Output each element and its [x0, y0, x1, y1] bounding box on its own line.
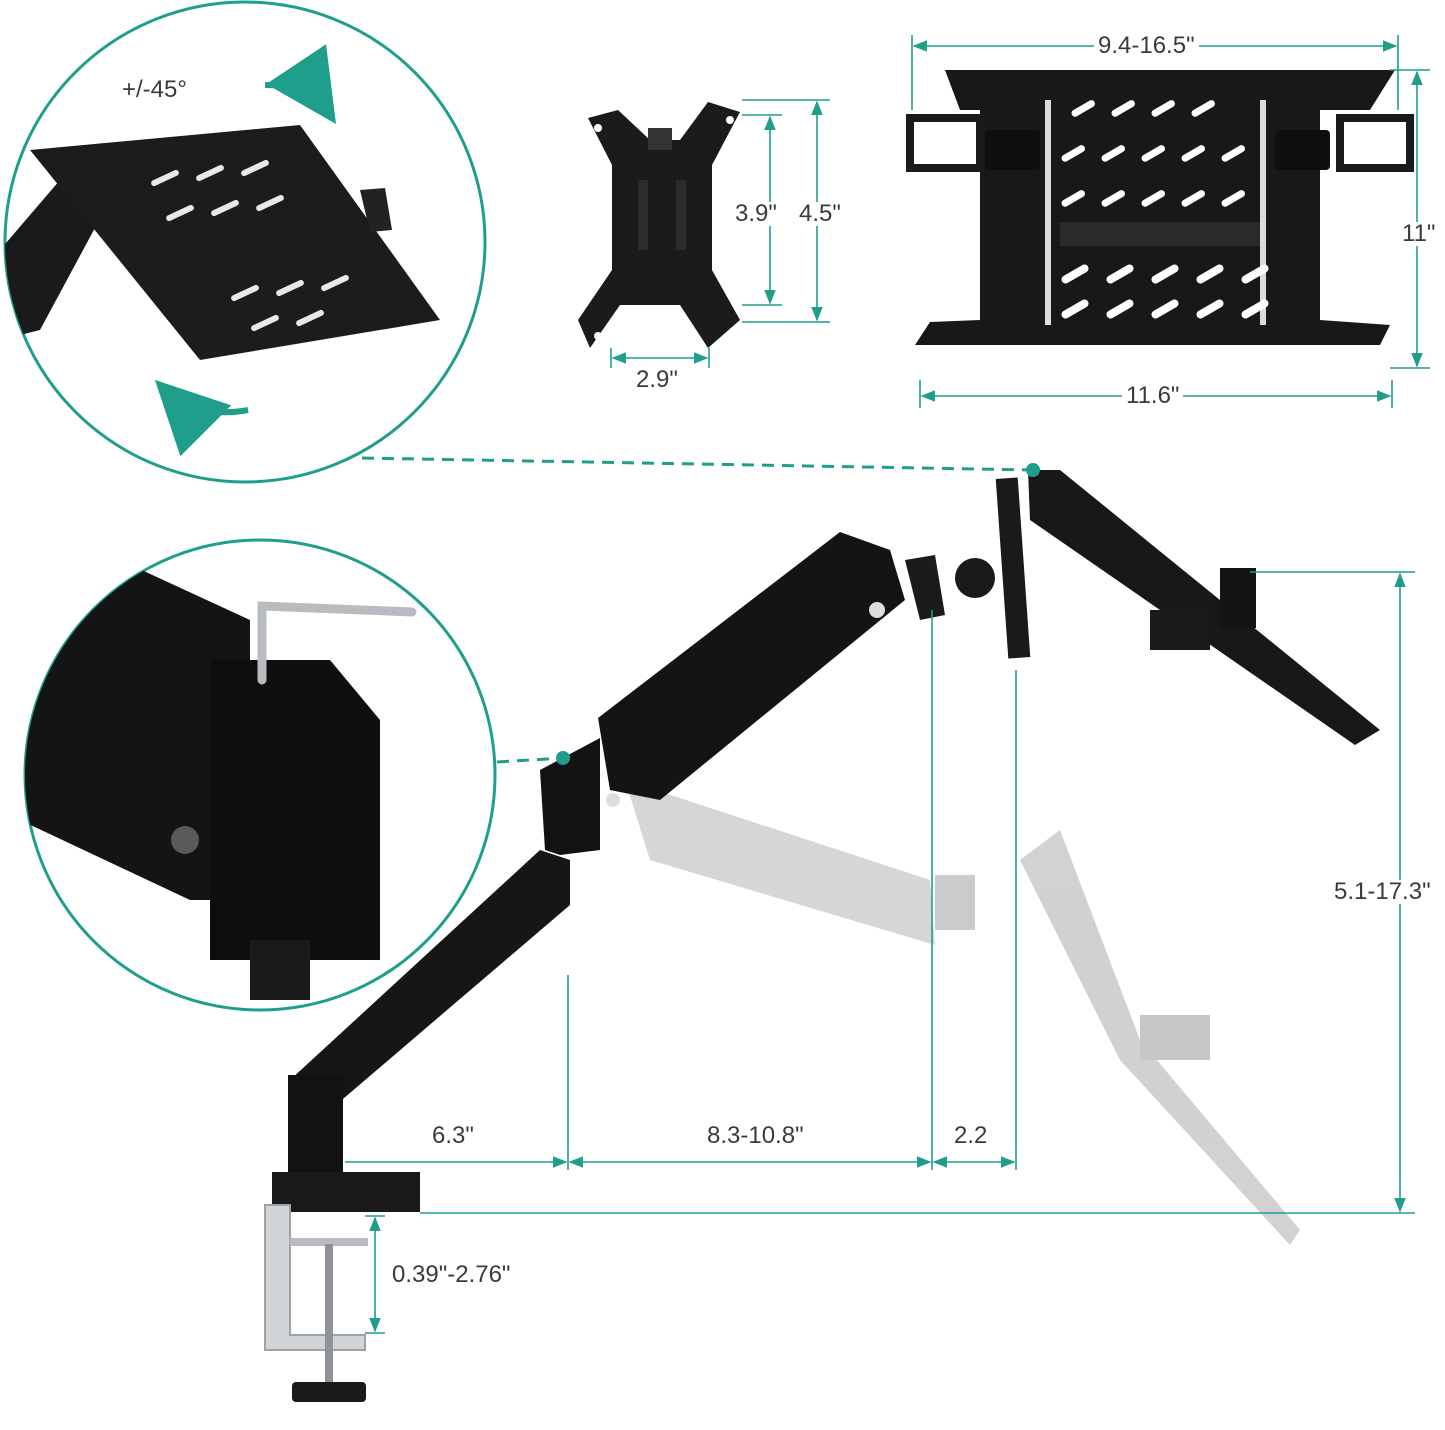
rotate-ccw-arrow-icon	[154, 379, 249, 457]
connector-leaders	[361, 456, 1040, 765]
tray-base-width-label: 11.6"	[1122, 384, 1184, 408]
tray-depth-label: 11"	[1400, 220, 1438, 247]
reach-tilt-label: 2.2	[954, 1122, 988, 1149]
reach-base-label: 6.3"	[432, 1122, 474, 1149]
monitor-arm-drawing	[264, 470, 1380, 1402]
tray-vent-slots	[151, 159, 349, 332]
clamp-range-label: 0.39"-2.76"	[392, 1261, 511, 1288]
tray-top-view-drawing	[906, 70, 1414, 345]
tension-adjust-detail	[23, 538, 497, 1012]
vesa-plate-drawing	[578, 102, 740, 348]
tray-tilt-detail	[3, 0, 487, 484]
connector-dot-tray	[1026, 463, 1040, 477]
tray-top-vent-slots	[1061, 100, 1269, 319]
arm-lowered-ghost	[625, 780, 1300, 1245]
vesa-inner-height-label: 3.9"	[733, 200, 779, 227]
vesa-width-label: 2.9"	[632, 368, 682, 392]
connector-dot-joint	[556, 751, 570, 765]
hex-key-tool	[257, 601, 417, 685]
tray-width-range-label: 9.4-16.5"	[1094, 34, 1199, 58]
rotation-angle-label: +/-45°	[122, 76, 187, 103]
vesa-outer-height-label: 4.5"	[797, 200, 843, 227]
rotate-cw-arrow-icon	[264, 44, 336, 124]
reach-extension-label: 8.3-10.8"	[707, 1122, 804, 1149]
height-range-label: 5.1-17.3"	[1330, 880, 1435, 904]
